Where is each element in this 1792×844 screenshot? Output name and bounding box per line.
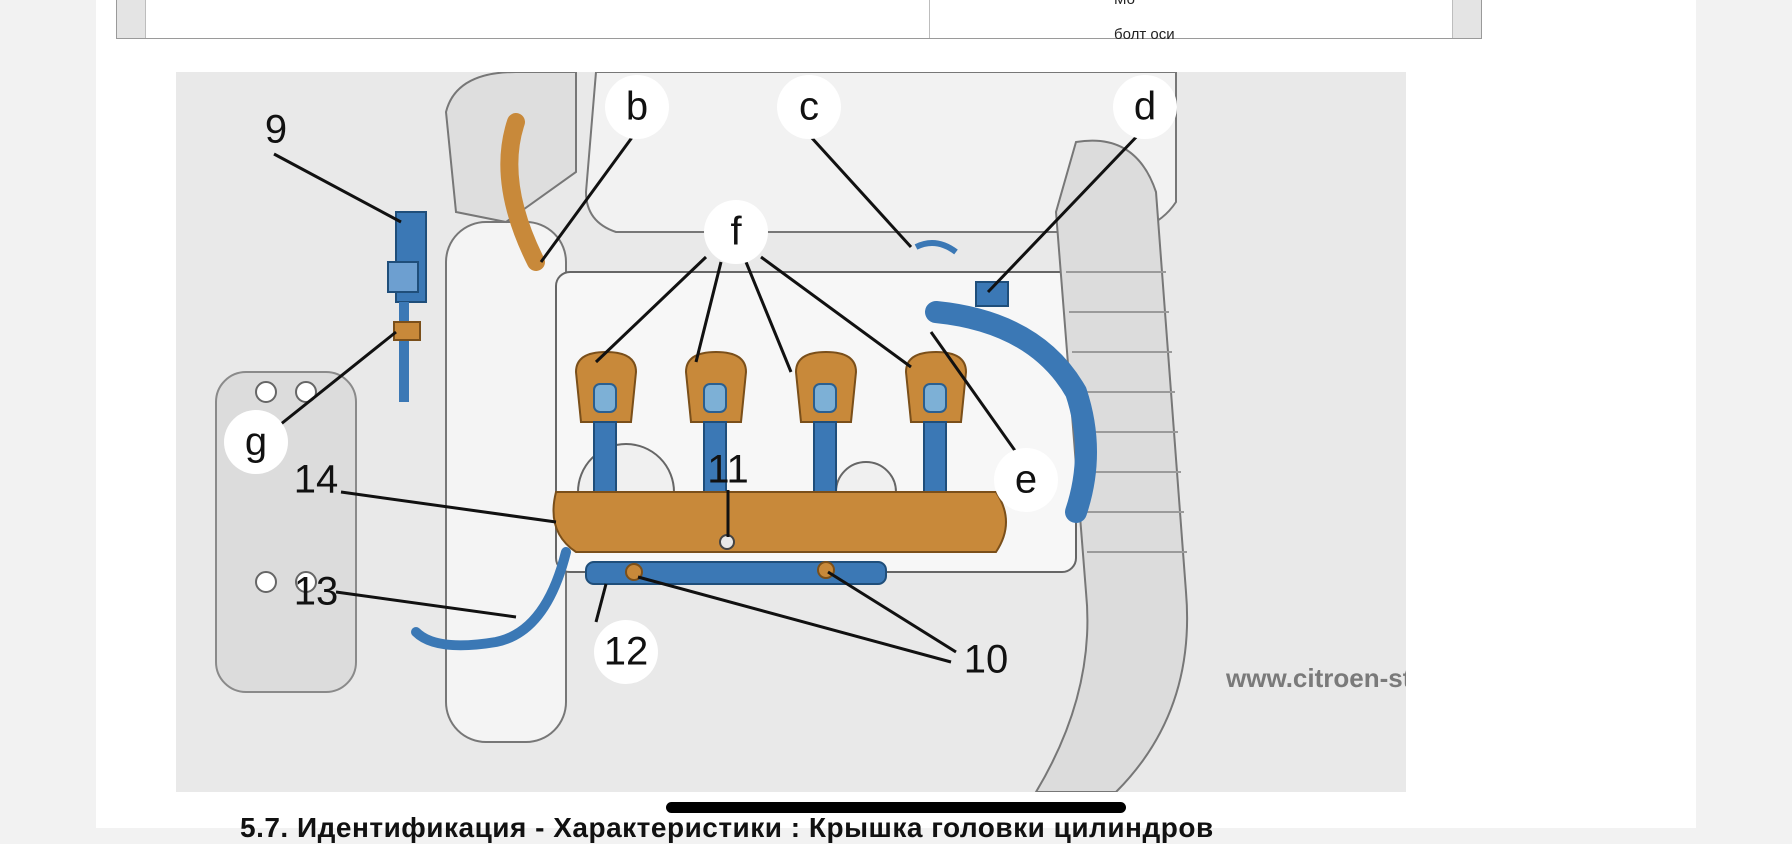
ignition-coil bbox=[794, 350, 858, 493]
ignition-coil bbox=[574, 350, 638, 493]
mount-bolt bbox=[295, 381, 317, 403]
hose-13 bbox=[411, 547, 571, 651]
callout-14: 14 bbox=[294, 458, 339, 502]
connector-g bbox=[393, 321, 421, 341]
callout-f: f bbox=[730, 210, 742, 254]
bracket-clip bbox=[387, 261, 419, 293]
intercooler-hose bbox=[1034, 139, 1189, 792]
callout-12: 12 bbox=[604, 630, 649, 674]
table-cell-text: болт оси bbox=[1114, 26, 1175, 43]
engine-diagram: 9 b c d f e g 11 14 13 12 10 www.citroen… bbox=[176, 72, 1406, 792]
scroll-indicator[interactable] bbox=[666, 802, 1126, 813]
bolt-10 bbox=[625, 563, 643, 581]
hose-b bbox=[500, 113, 545, 271]
callout-d: d bbox=[1134, 85, 1156, 129]
mount-bolt bbox=[295, 571, 317, 593]
callout-g: g bbox=[245, 420, 267, 464]
callout-11: 11 bbox=[707, 448, 749, 492]
table-column-divider bbox=[929, 0, 930, 38]
bolt-11 bbox=[719, 534, 735, 550]
leader-lines bbox=[270, 130, 1143, 664]
table-right-rail bbox=[1452, 0, 1482, 38]
watermark-text: www.citroen-sto.ru bbox=[1225, 663, 1406, 693]
label-backgrounds bbox=[224, 75, 1177, 684]
timing-cover bbox=[445, 221, 567, 743]
callout-9: 9 bbox=[265, 108, 287, 152]
hose-ribs bbox=[1066, 271, 1187, 553]
lower-rail bbox=[585, 561, 887, 585]
ignition-coil bbox=[904, 350, 968, 493]
mount-bolt bbox=[255, 381, 277, 403]
section-caption: 5.7. Идентификация - Характеристики : Кр… bbox=[240, 812, 1214, 843]
engine-illustration: 9 b c d f e g 11 14 13 12 10 www.citroen… bbox=[176, 72, 1406, 792]
callout-e: e bbox=[1015, 458, 1037, 502]
tube-c bbox=[914, 240, 958, 255]
table-left-rail bbox=[116, 0, 146, 38]
blue-hose-e bbox=[925, 301, 1097, 523]
callout-10: 10 bbox=[964, 638, 1009, 682]
table-cell-text: Мо bbox=[1114, 0, 1135, 8]
table-fragment: Мо болт оси bbox=[116, 0, 1482, 43]
callout-b: b bbox=[626, 85, 648, 129]
mount-bolt bbox=[255, 571, 277, 593]
callout-13: 13 bbox=[294, 570, 339, 614]
callout-c: c bbox=[799, 85, 819, 129]
coil-rail-14 bbox=[552, 491, 1007, 553]
ignition-coils bbox=[574, 350, 968, 493]
connector-d bbox=[975, 281, 1009, 307]
ignition-coil bbox=[684, 350, 748, 493]
